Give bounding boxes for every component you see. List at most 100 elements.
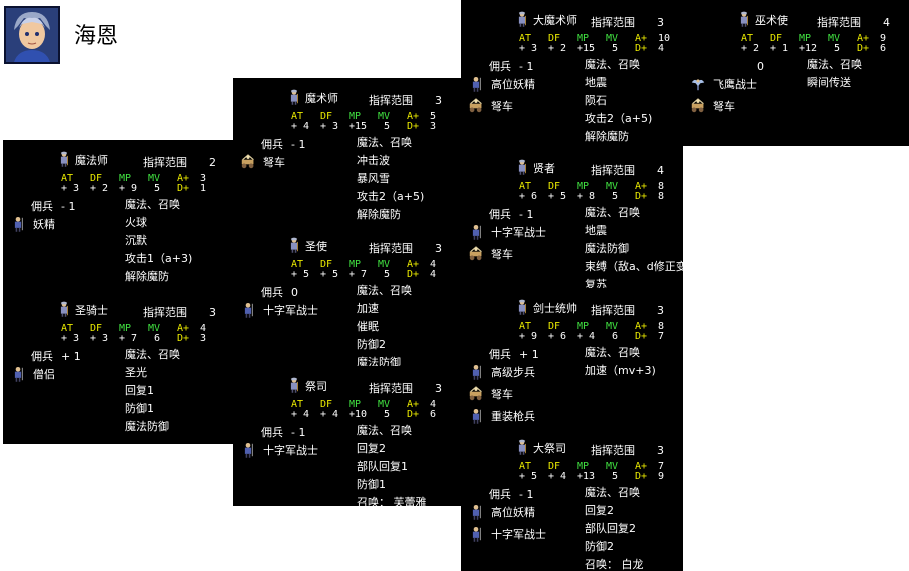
stat-label-mp: MP: [577, 33, 590, 44]
stat-value-a: 4: [430, 399, 437, 410]
skill-item: 攻击2（a+5): [585, 112, 653, 125]
stat-label-df: DF: [320, 111, 333, 122]
skill-item: 魔法、召唤: [585, 206, 640, 219]
mercenary-name: 高级步兵: [491, 366, 535, 379]
stat-value-at: + 6: [519, 191, 538, 202]
stat-value-a: 8: [658, 321, 665, 332]
hero-name: 海恩: [74, 24, 119, 49]
command-range-value: 3: [435, 94, 442, 107]
stat-value-at: + 3: [519, 43, 538, 54]
stat-value-a: 9: [880, 33, 887, 44]
stat-label-mp: MP: [349, 399, 362, 410]
stat-value-mp: +13: [577, 471, 596, 482]
mercenary-sprite-icon: [472, 77, 481, 92]
stat-value-a: 4: [430, 259, 437, 270]
stat-value-df: + 5: [548, 191, 567, 202]
command-range-label: 指挥范围: [591, 16, 635, 29]
stat-label-at: AT: [61, 323, 74, 334]
stat-label-at: AT: [741, 33, 754, 44]
command-range-value: 3: [657, 304, 664, 317]
skill-item: 火球: [125, 216, 147, 229]
stat-label-mv: MV: [606, 181, 619, 192]
skill-item: 召唤： 白龙: [585, 558, 644, 571]
class-title: 圣使: [305, 240, 327, 253]
stat-label-a: A+: [635, 181, 648, 192]
stat-value-d: 8: [658, 191, 665, 202]
mercenary-sprite-icon: [472, 365, 481, 380]
stat-value-mv: 5: [384, 269, 391, 280]
command-range-label: 指挥范围: [143, 306, 187, 319]
stat-value-at: + 2: [741, 43, 760, 54]
class-title: 大魔术师: [533, 14, 577, 27]
class-title: 祭司: [305, 380, 327, 393]
mercenary-modifier: - 1: [519, 208, 534, 221]
command-range-value: 2: [209, 156, 216, 169]
stat-label-mp: MP: [799, 33, 812, 44]
stat-value-at: + 4: [291, 409, 310, 420]
commander-sprite-icon: [60, 301, 68, 317]
stat-value-a: 3: [200, 173, 207, 184]
skill-item: 圣光: [125, 366, 147, 379]
mercenary-sprite-icon: [14, 367, 23, 382]
mercenary-sprite-icon: [472, 505, 481, 520]
stat-label-df: DF: [548, 181, 561, 192]
stat-label-a: A+: [635, 461, 648, 472]
skill-item: 防御1: [125, 402, 154, 415]
mercenary-sprite-icon: [241, 154, 254, 169]
skill-item: 陨石: [585, 94, 607, 107]
stat-label-a: A+: [177, 323, 190, 334]
command-range-label: 指挥范围: [143, 156, 187, 169]
stat-value-d: 6: [430, 409, 437, 420]
mercenary-modifier: 0: [757, 60, 764, 73]
stat-value-a: 5: [430, 111, 437, 122]
stat-label-mp: MP: [577, 181, 590, 192]
stat-value-a: 7: [658, 461, 665, 472]
stat-label-d: D+: [177, 183, 190, 194]
stat-value-mp: + 8: [577, 191, 596, 202]
command-range-label: 指挥范围: [591, 164, 635, 177]
commander-sprite-icon: [518, 11, 526, 27]
skill-item: 魔法防御: [125, 420, 169, 433]
stat-label-mv: MV: [606, 33, 619, 44]
skill-item: 部队回复2: [585, 522, 636, 535]
stat-value-mp: +12: [799, 43, 818, 54]
stat-label-at: AT: [519, 33, 532, 44]
mercenary-label: 佣兵: [489, 348, 511, 361]
stat-value-d: 3: [430, 121, 437, 132]
stat-value-at: + 3: [61, 183, 80, 194]
stat-label-a: A+: [857, 33, 870, 44]
skill-item: 召唤： 芙蕾雅: [357, 496, 427, 506]
skill-item: 魔法、召唤: [585, 58, 640, 71]
skill-item: 魔法、召唤: [357, 136, 412, 149]
commander-sprite-icon: [518, 299, 526, 315]
commander-sprite-icon: [290, 377, 298, 393]
class-title: 大祭司: [533, 442, 566, 455]
stat-label-mp: MP: [119, 323, 132, 334]
command-range-label: 指挥范围: [591, 444, 635, 457]
stat-value-a: 10: [658, 33, 671, 44]
stat-label-df: DF: [320, 399, 333, 410]
stat-label-mv: MV: [378, 111, 391, 122]
mercenary-sprite-icon: [469, 98, 482, 113]
mercenary-sprite-icon: [244, 303, 253, 318]
skill-item: 魔法、召唤: [357, 284, 412, 297]
stat-label-mv: MV: [378, 399, 391, 410]
stat-label-d: D+: [635, 191, 648, 202]
stat-label-df: DF: [548, 321, 561, 332]
stat-label-d: D+: [177, 333, 190, 344]
stat-label-d: D+: [407, 121, 420, 132]
skill-item: 魔法、召唤: [585, 486, 640, 499]
stat-value-d: 3: [200, 333, 207, 344]
stat-label-df: DF: [548, 33, 561, 44]
stat-label-d: D+: [635, 471, 648, 482]
class-title: 魔术师: [305, 92, 338, 105]
skill-item: 解除魔防: [357, 208, 401, 221]
commander-sprite-icon: [290, 89, 298, 105]
stat-value-mv: 5: [834, 43, 841, 54]
mercenary-sprite-icon: [14, 217, 23, 232]
stat-label-at: AT: [519, 461, 532, 472]
stat-value-a: 4: [200, 323, 207, 334]
stat-label-at: AT: [291, 111, 304, 122]
stat-value-mv: 5: [384, 121, 391, 132]
